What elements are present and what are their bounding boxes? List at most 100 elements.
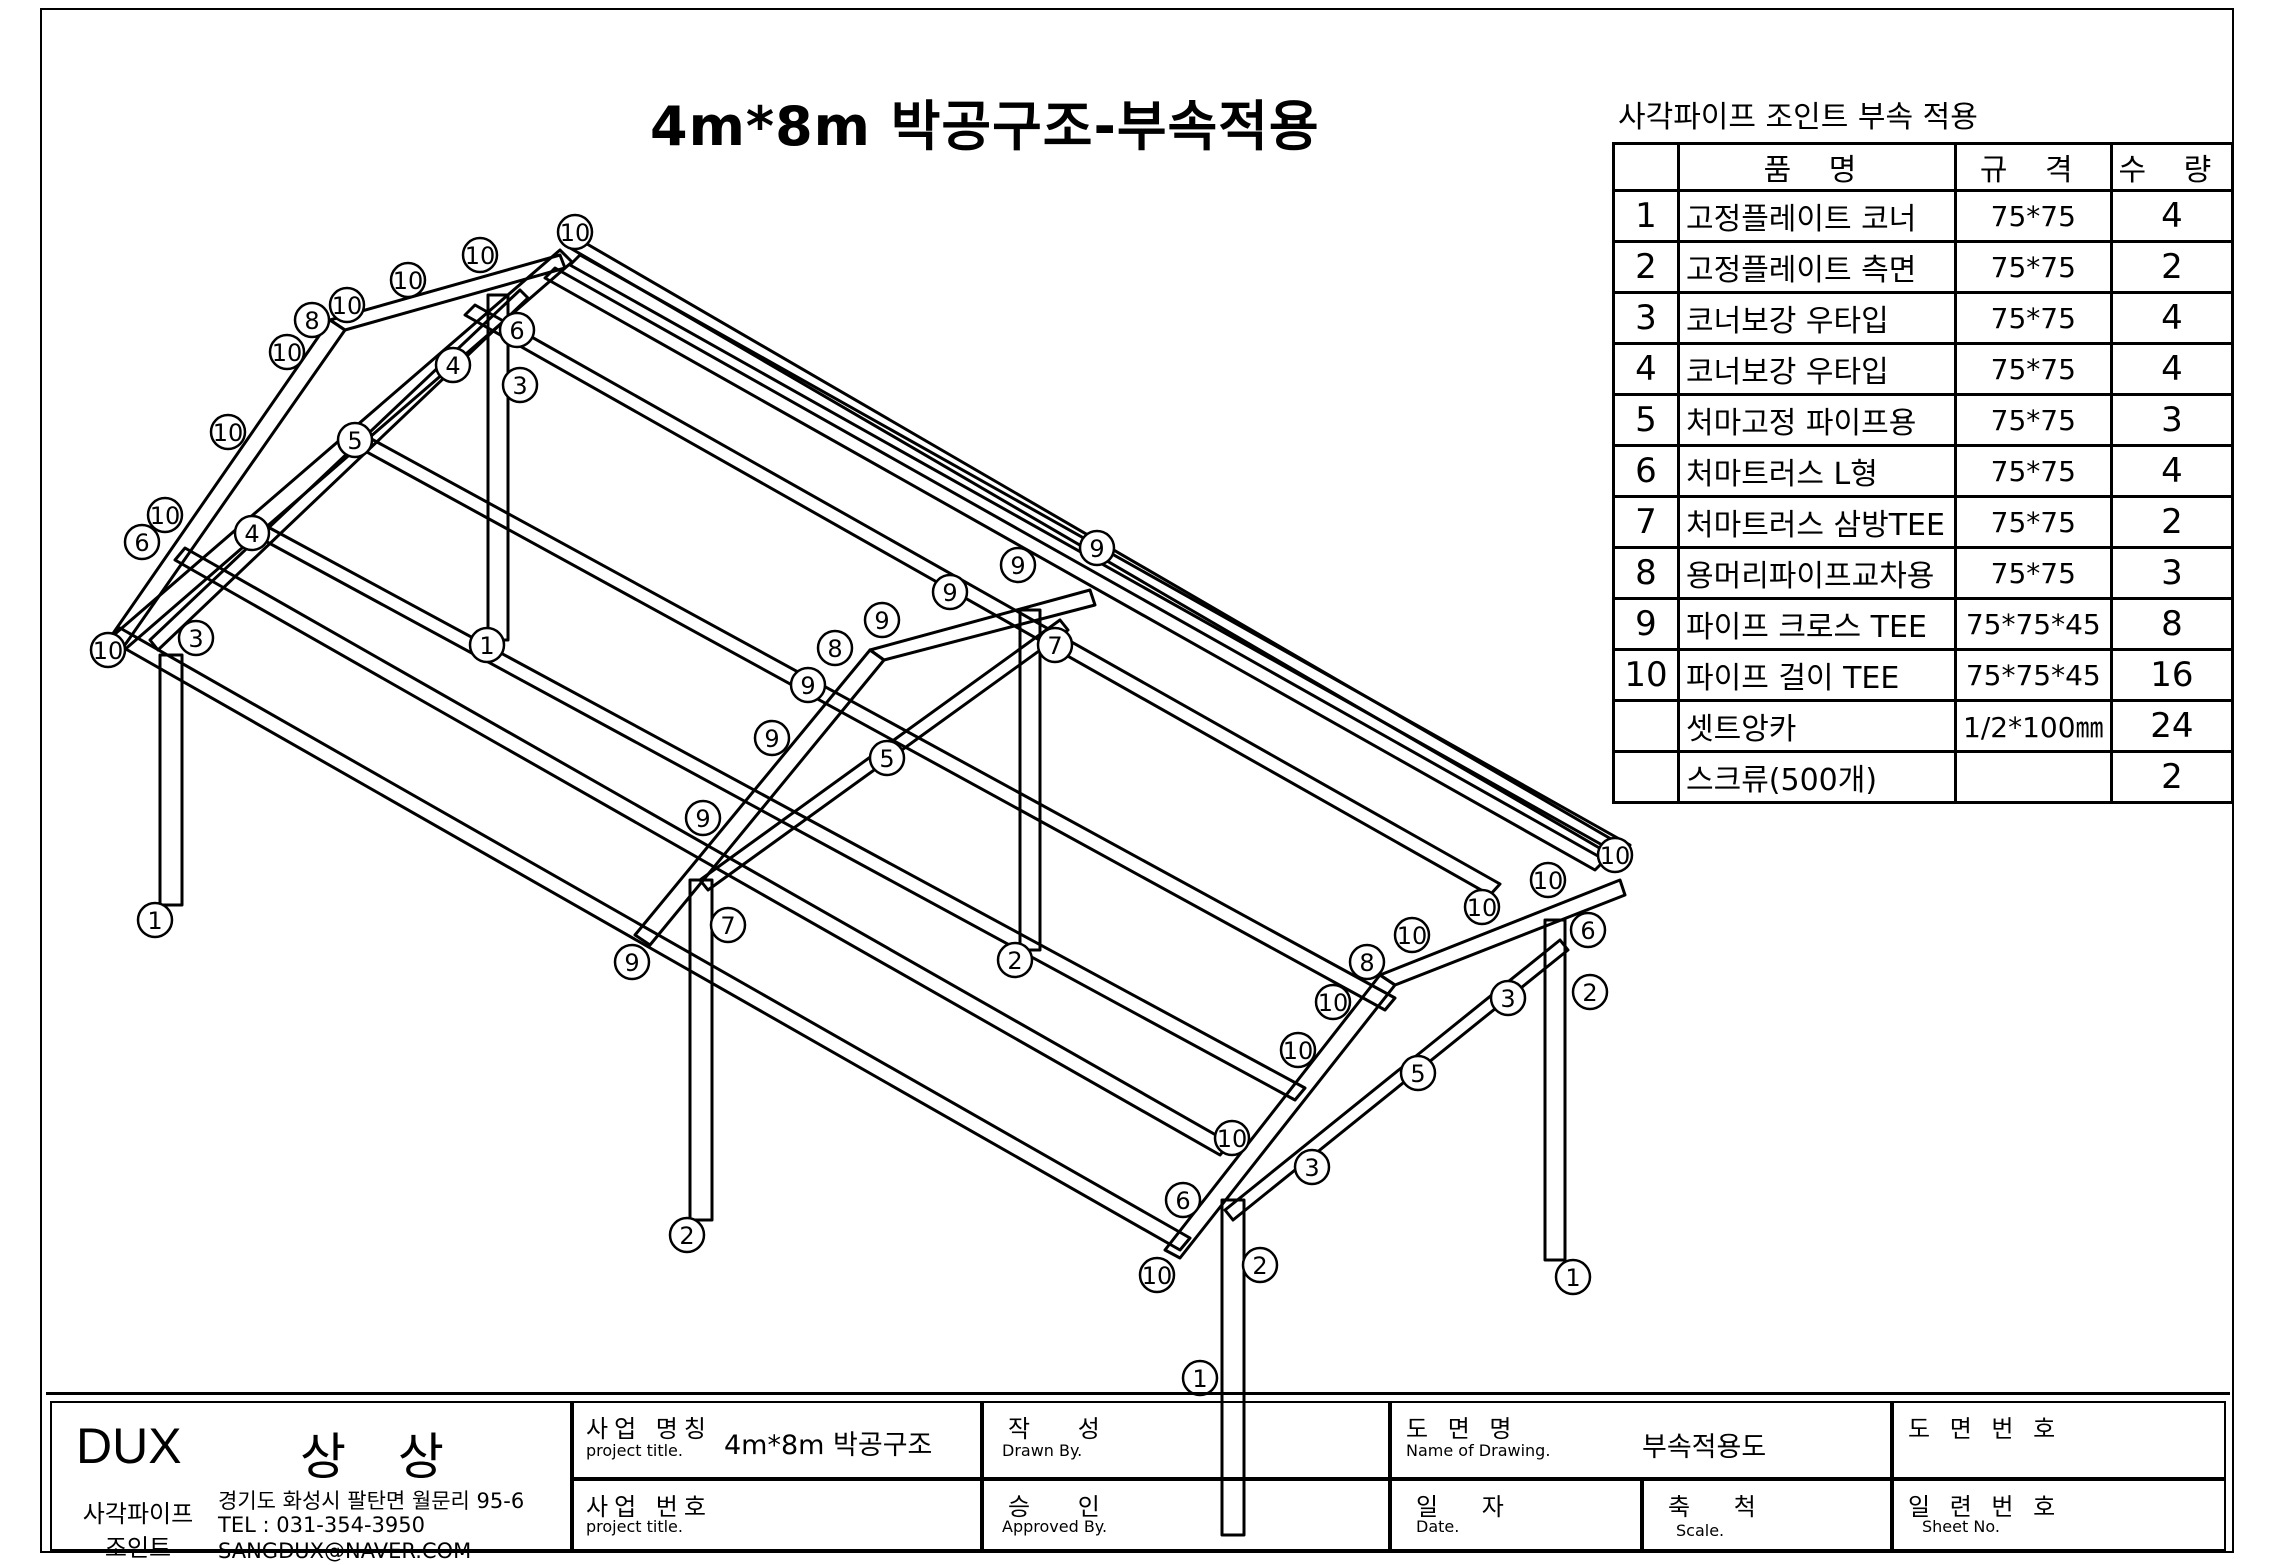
svg-text:3: 3 <box>1304 1154 1319 1182</box>
date-cell: 일 자 Date. <box>1390 1479 1642 1551</box>
sheet-no-sub: Sheet No. <box>1922 1517 2000 1536</box>
purlin-1 <box>463 303 1502 897</box>
project-no-sub: project title. <box>586 1517 683 1536</box>
date-label: 일 자 <box>1416 1493 1522 1521</box>
callout-9: 9 <box>1078 529 1116 567</box>
svg-text:6: 6 <box>509 317 524 345</box>
svg-text:10: 10 <box>1467 894 1498 922</box>
callout-10: 10 <box>89 631 127 669</box>
eave-beam-left <box>108 626 1192 1252</box>
svg-text:1: 1 <box>1565 1264 1580 1292</box>
parts-table-header: 품 명 규 격 수 량 <box>1612 142 2235 192</box>
callout-5: 5 <box>868 739 906 777</box>
svg-text:3: 3 <box>1500 985 1515 1013</box>
sheet-no-cell: 일 련 번 호 Sheet No. <box>1892 1479 2226 1551</box>
date-sub: Date. <box>1416 1517 1460 1536</box>
svg-text:8: 8 <box>304 307 319 335</box>
svg-text:1: 1 <box>1192 1365 1207 1393</box>
callout-9: 9 <box>684 799 722 837</box>
drawing-title: 4m*8m 박공구조-부속적용 <box>650 95 1320 158</box>
svg-text:10: 10 <box>93 637 124 665</box>
svg-text:6: 6 <box>134 529 149 557</box>
svg-text:7: 7 <box>1047 632 1062 660</box>
callout-10: 10 <box>1529 861 1567 899</box>
project-no-cell: 사업 번호 project title. <box>572 1479 982 1551</box>
callout-6: 6 <box>1569 911 1607 949</box>
callout-10: 10 <box>389 261 427 299</box>
svg-text:9: 9 <box>1089 535 1104 563</box>
front-rafter-right <box>1378 878 1627 987</box>
drawing-no-cell: 도 면 번 호 <box>1892 1401 2226 1479</box>
callout-10: 10 <box>556 213 594 251</box>
callout-10: 10 <box>1279 1031 1317 1069</box>
back-rafter-right <box>328 253 567 332</box>
svg-text:10: 10 <box>1217 1125 1248 1153</box>
svg-text:7: 7 <box>720 912 735 940</box>
project-name-value: 4m*8m 박공구조 <box>724 1430 933 1461</box>
callout-8: 8 <box>293 301 331 339</box>
svg-text:10: 10 <box>393 267 424 295</box>
drawing-name-value: 부속적용도 <box>1642 1432 1767 1463</box>
callout-1: 1 <box>468 626 506 664</box>
svg-text:1: 1 <box>147 907 162 935</box>
svg-text:4: 4 <box>244 520 259 548</box>
callout-1: 1 <box>1181 1359 1219 1397</box>
svg-text:10: 10 <box>213 419 244 447</box>
purlin-3 <box>243 518 1307 1102</box>
callout-1: 1 <box>1554 1258 1592 1296</box>
header-no <box>1612 142 1680 192</box>
callout-3: 3 <box>1293 1148 1331 1186</box>
callout-10: 10 <box>209 413 247 451</box>
callout-1: 1 <box>136 901 174 939</box>
mid-rafter-left <box>633 648 886 947</box>
callout-6: 6 <box>1164 1181 1202 1219</box>
svg-text:9: 9 <box>764 725 779 753</box>
callout-10: 10 <box>1213 1119 1251 1157</box>
back-rafter-left <box>103 318 347 654</box>
svg-text:10: 10 <box>1283 1037 1314 1065</box>
svg-text:3: 3 <box>188 625 203 653</box>
parts-table-title: 사각파이프 조인트 부속 적용 <box>1618 100 1978 135</box>
svg-text:1: 1 <box>479 632 494 660</box>
svg-text:2: 2 <box>679 1222 694 1250</box>
scale-label: 축 척 <box>1668 1493 1774 1521</box>
mid-tie <box>698 618 1070 892</box>
callout-10: 10 <box>461 236 499 274</box>
svg-text:5: 5 <box>879 745 894 773</box>
approved-by-cell: 승 인 Approved By. <box>982 1479 1390 1551</box>
scale-sub: Scale. <box>1676 1521 1725 1540</box>
callout-10: 10 <box>146 496 184 534</box>
company-address: 경기도 화성시 팔탄면 월문리 95-6 <box>218 1489 525 1513</box>
svg-text:10: 10 <box>1600 842 1631 870</box>
svg-text:2: 2 <box>1007 947 1022 975</box>
callout-9: 9 <box>999 546 1037 584</box>
callout-9: 9 <box>789 666 827 704</box>
svg-text:10: 10 <box>1533 867 1564 895</box>
callout-2: 2 <box>996 941 1034 979</box>
callout-10: 10 <box>1314 983 1352 1021</box>
callout-2: 2 <box>1241 1246 1279 1284</box>
post-front-left <box>1220 1198 1246 1537</box>
callout-8: 8 <box>816 629 854 667</box>
svg-text:10: 10 <box>1318 989 1349 1017</box>
svg-text:9: 9 <box>942 579 957 607</box>
project-name-cell: 사업 명칭 project title. 4m*8m 박공구조 <box>572 1401 982 1479</box>
mid-rafter-right <box>868 588 1097 662</box>
svg-text:10: 10 <box>150 502 181 530</box>
callout-7: 7 <box>1036 626 1074 664</box>
callout-10: 10 <box>1138 1256 1176 1294</box>
svg-text:3: 3 <box>512 372 527 400</box>
svg-text:10: 10 <box>1397 922 1428 950</box>
callout-10: 10 <box>1393 916 1431 954</box>
svg-text:6: 6 <box>1580 917 1595 945</box>
sheet-no-label: 일 련 번 호 <box>1908 1493 2062 1521</box>
callout-3: 3 <box>501 366 539 404</box>
front-tie <box>1223 938 1570 1222</box>
